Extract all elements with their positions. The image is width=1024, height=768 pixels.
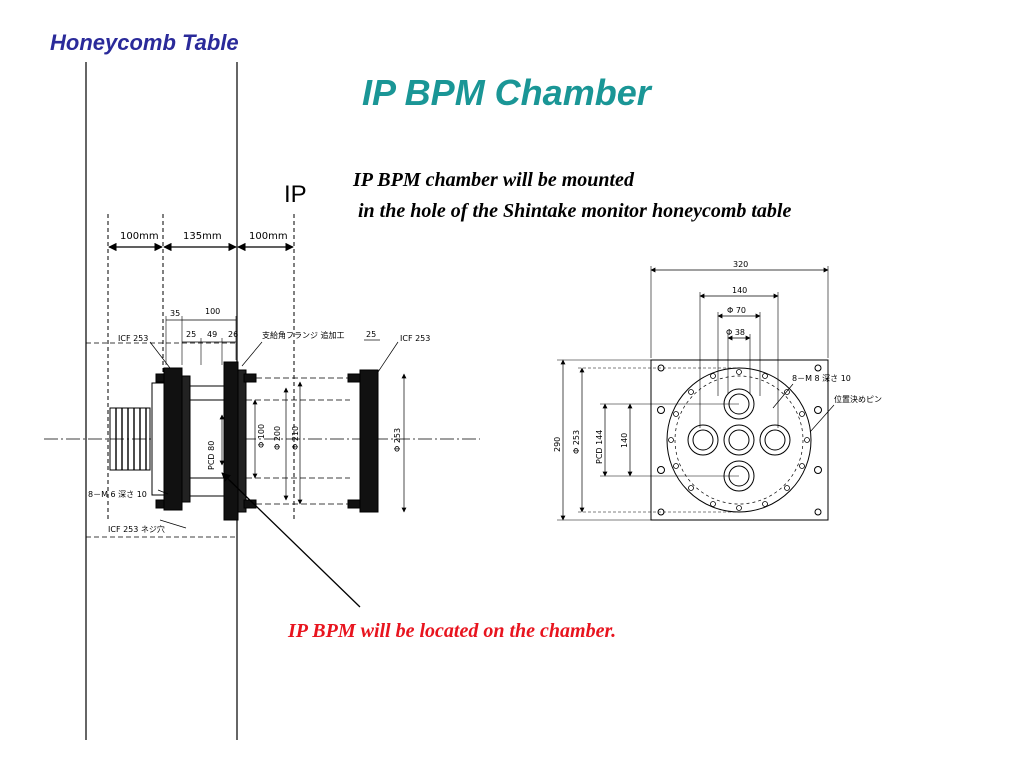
- dim-25b-label: 25: [366, 330, 376, 339]
- dim-290-label: 290: [553, 437, 562, 452]
- phi-200-label: Φ 200: [273, 426, 282, 450]
- phi-38-label: Φ 38: [726, 328, 745, 337]
- dim-140v-label: 140: [620, 433, 629, 448]
- dim-49-label: 49: [207, 330, 217, 339]
- dim-25a-label: 25: [186, 330, 196, 339]
- dim-320-label: 320: [733, 260, 748, 269]
- pcd-144-label: PCD 144: [595, 430, 604, 464]
- phi-253-label: Φ 253: [393, 428, 402, 452]
- pcd-80-label: PCD 80: [207, 441, 216, 470]
- phi-100-label: Φ 100: [257, 424, 266, 448]
- phi-70-label: Φ 70: [727, 306, 746, 315]
- note-pointer-line: [221, 472, 361, 608]
- m6-note-label: 8－M 6 深さ 10: [88, 490, 147, 499]
- flange-note-label: 支給角フランジ 追加工: [262, 330, 345, 340]
- dim-140-label: 140: [732, 286, 747, 295]
- dim-100-label: 100: [205, 307, 220, 316]
- spacing-label-left: 100mm: [120, 231, 159, 242]
- icf-hole-note-label: ICF 253 ネジ穴: [108, 524, 165, 534]
- phi-210-label: Φ 210: [291, 426, 300, 450]
- m8-note-label: 8－M 8 深さ 10: [792, 374, 851, 383]
- spacing-label-center: 135mm: [183, 231, 222, 242]
- pin-note-label: 位置決めピン: [834, 394, 882, 404]
- icf-right-label: ICF 253: [400, 334, 430, 343]
- bpm-location-note: IP BPM will be located on the chamber.: [288, 620, 617, 642]
- spacing-guides: [107, 214, 295, 520]
- side-view-drawing: [109, 316, 407, 529]
- front-view-drawing: [557, 266, 835, 521]
- description-line-2: in the hole of the Shintake monitor hone…: [353, 200, 792, 222]
- dim-26-label: 26: [228, 330, 238, 339]
- ip-label: IP: [284, 181, 307, 208]
- description-line-1: IP BPM chamber will be mounted: [353, 169, 634, 191]
- phi-253-front-label: Φ 253: [572, 430, 581, 454]
- section-label: Honeycomb Table: [50, 30, 239, 55]
- page-title: IP BPM Chamber: [362, 72, 651, 113]
- icf-left-label: ICF 253: [118, 334, 148, 343]
- dim-35-label: 35: [170, 309, 180, 318]
- spacing-label-right: 100mm: [249, 231, 288, 242]
